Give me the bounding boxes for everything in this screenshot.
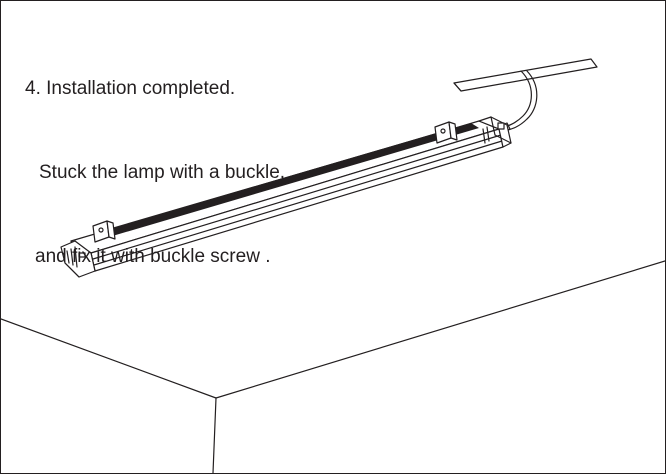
step-detail-line-1: Stuck the lamp with a buckle,: [39, 162, 286, 183]
step-detail-line-2: and fix it with buckle screw .: [35, 246, 271, 267]
ceiling-wall-outline: [1, 260, 665, 473]
buckle-clip-icon: [434, 121, 458, 144]
led-tube-lamp-icon: [60, 116, 512, 278]
buckle-clip-icon: [92, 220, 116, 243]
ceiling-junction-box-icon: [453, 58, 598, 92]
instruction-text: 4. Installation completed. Stuck the lam…: [25, 19, 285, 327]
step-title: 4. Installation completed.: [25, 78, 236, 99]
